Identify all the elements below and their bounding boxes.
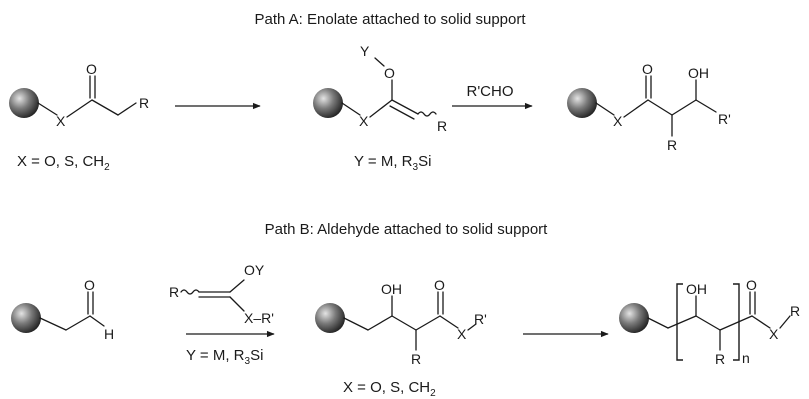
- atom-o: O: [384, 65, 395, 81]
- molecule-a3: X O R OH R': [567, 61, 731, 153]
- atom-r: R: [169, 284, 179, 300]
- atom-o: O: [434, 277, 445, 293]
- bond: [439, 315, 459, 329]
- atom-r: R: [667, 137, 677, 153]
- wavy-bond: [180, 289, 200, 295]
- atom-oh: OH: [688, 65, 709, 81]
- y-definition-a: Y = M, R3Si: [354, 153, 431, 173]
- bond: [341, 102, 361, 116]
- solid-support-bead: [9, 88, 39, 118]
- x-definition-a: X = O, S, CH2: [17, 153, 110, 173]
- bond: [647, 99, 673, 116]
- atom-oh: OH: [381, 281, 402, 297]
- bond: [66, 99, 93, 118]
- bond: [671, 99, 697, 116]
- atom-o: O: [86, 61, 97, 77]
- bond: [229, 279, 245, 293]
- bond: [369, 99, 393, 118]
- bond: [467, 323, 477, 331]
- bond: [391, 315, 417, 331]
- repeat-count-n: n: [742, 350, 750, 366]
- atom-h: H: [104, 326, 114, 342]
- solid-support-bead: [315, 303, 345, 333]
- atom-r: R: [715, 351, 725, 367]
- atom-o: O: [84, 277, 95, 293]
- x-definition-b: X = O, S, CH2: [343, 379, 436, 399]
- solid-support-bead: [619, 303, 649, 333]
- atom-oy: OY: [244, 262, 265, 278]
- double-bond: [391, 99, 419, 115]
- atom-y: Y: [360, 43, 370, 59]
- bond: [89, 315, 105, 327]
- bond: [65, 315, 91, 331]
- atom-r-prime: R': [474, 311, 487, 327]
- atom-o: O: [746, 277, 757, 293]
- bracket-left: [676, 283, 683, 361]
- bond: [374, 57, 385, 67]
- atom-o: O: [642, 61, 653, 77]
- solid-support-bead: [567, 88, 597, 118]
- atom-x: X: [457, 326, 467, 342]
- wavy-bond: [417, 111, 437, 117]
- molecule-a2: X O Y R: [313, 43, 447, 134]
- bond: [595, 102, 615, 116]
- bond: [695, 315, 721, 331]
- reagent-enolate: R OY X–R': [169, 262, 274, 326]
- atom-x: X: [56, 113, 66, 129]
- bond: [415, 315, 441, 331]
- bond: [647, 317, 669, 329]
- molecule-b1: O H: [11, 277, 114, 342]
- bond: [719, 315, 753, 331]
- y-definition-b: Y = M, R3Si: [186, 347, 263, 367]
- solid-support-bead: [313, 88, 343, 118]
- double-bond: [389, 105, 415, 120]
- solid-support-bead: [11, 303, 41, 333]
- reagent-aldehyde: R'CHO: [466, 83, 513, 100]
- atom-r: R: [437, 118, 447, 134]
- molecule-a1: X O R: [9, 61, 149, 129]
- atom-r: R: [139, 95, 149, 111]
- bond: [667, 315, 697, 329]
- atom-x: X: [359, 113, 369, 129]
- atom-r: R: [790, 303, 800, 319]
- bond: [343, 317, 369, 331]
- bond: [229, 296, 245, 312]
- bond: [779, 315, 791, 329]
- atom-x-r-prime: X–R': [244, 310, 274, 326]
- molecule-b3: OH R n O X R: [619, 277, 800, 367]
- molecule-b2: OH R O X R': [315, 277, 487, 367]
- atom-x: X: [613, 113, 623, 129]
- path-a-title: Path A: Enolate attached to solid suppor…: [254, 11, 526, 28]
- bond: [37, 102, 58, 116]
- atom-r: R: [411, 351, 421, 367]
- bond: [751, 315, 771, 329]
- atom-x: X: [769, 326, 779, 342]
- bond: [39, 317, 67, 331]
- bond: [695, 99, 717, 113]
- bond: [623, 99, 649, 118]
- bond: [367, 315, 393, 331]
- atom-r-prime: R': [718, 111, 731, 127]
- path-b-title: Path B: Aldehyde attached to solid suppo…: [265, 221, 549, 238]
- bond: [91, 99, 119, 116]
- bond: [117, 102, 137, 116]
- atom-oh: OH: [686, 281, 707, 297]
